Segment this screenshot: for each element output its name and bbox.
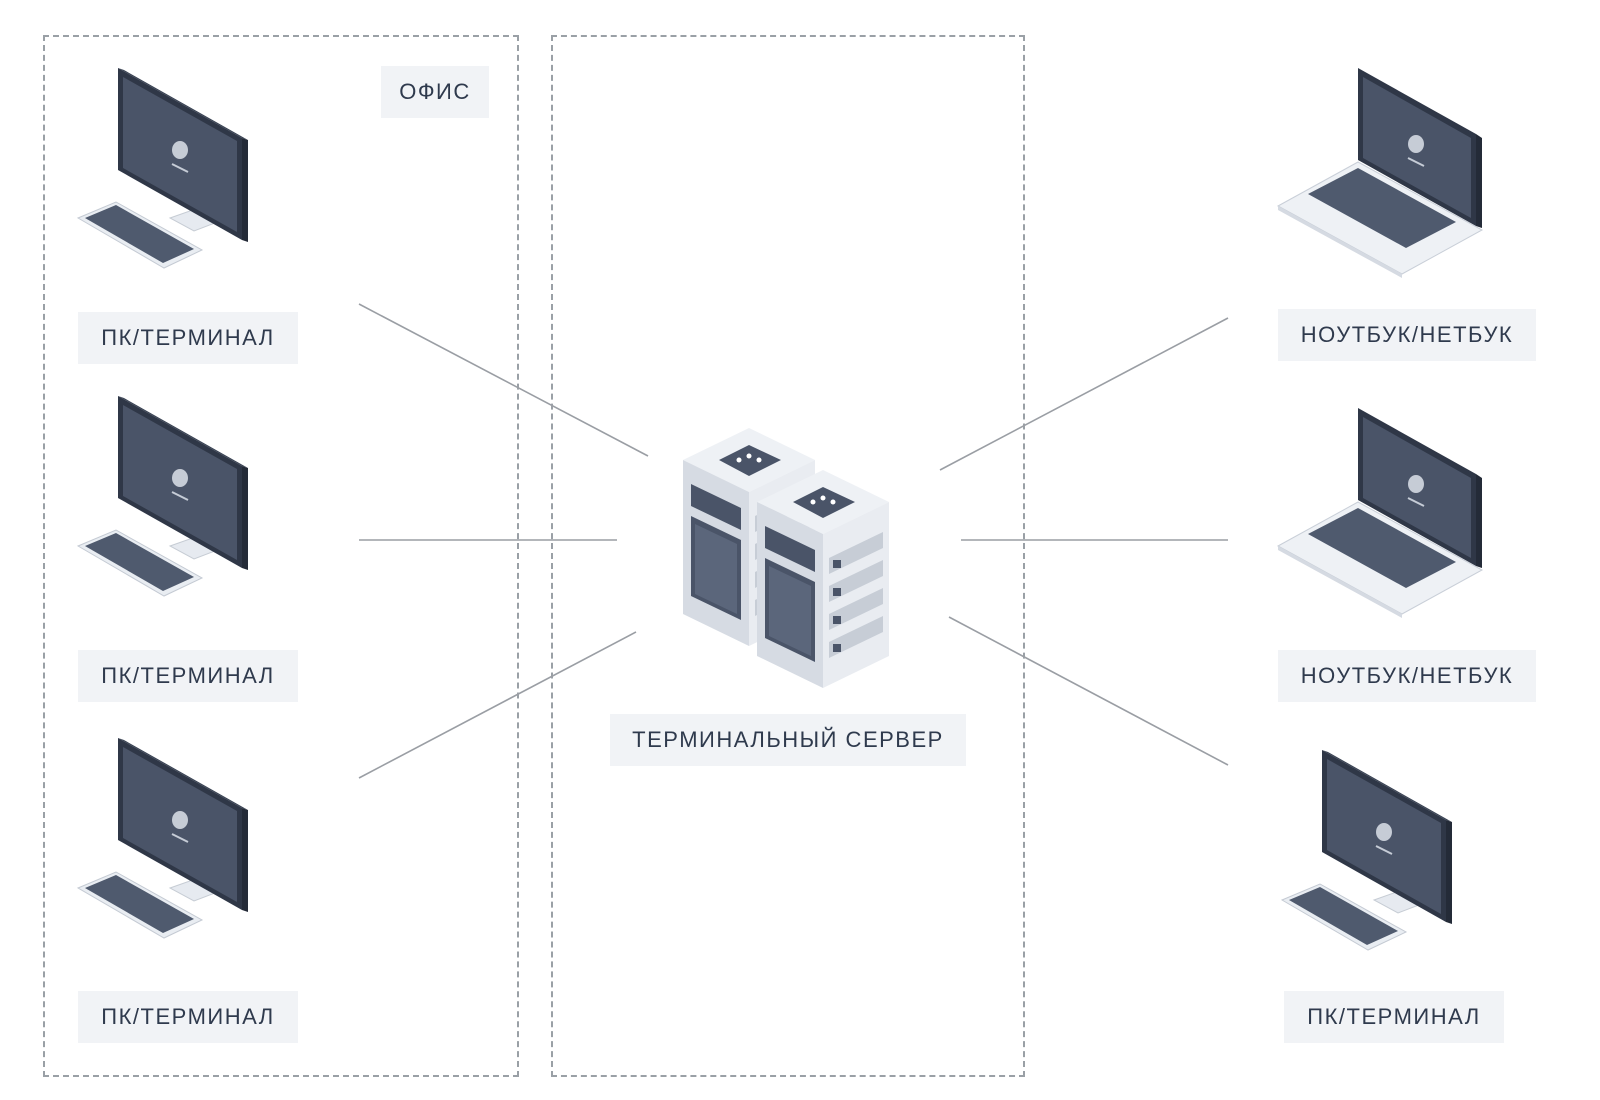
desktop-computer-icon [77, 67, 249, 269]
pc-label: ПК/ТЕРМИНАЛ [78, 650, 298, 702]
laptop-icon [1277, 67, 1483, 279]
connector-pc-remote [948, 616, 1229, 766]
server-label: ТЕРМИНАЛЬНЫЙ СЕРВЕР [610, 714, 966, 766]
desktop-computer-icon [1281, 749, 1453, 951]
office-zone-label: ОФИС [381, 66, 489, 118]
server-rack-icon [683, 428, 889, 688]
pc-remote-label: ПК/ТЕРМИНАЛ [1284, 991, 1504, 1043]
connector-laptop-1 [939, 317, 1229, 471]
pc-label: ПК/ТЕРМИНАЛ [78, 312, 298, 364]
connector-pc-3 [358, 631, 637, 779]
connector-pc-1 [358, 303, 649, 457]
server-zone [551, 35, 1025, 1077]
laptop-icon [1277, 407, 1483, 619]
laptop-label: НОУТБУК/НЕТБУК [1278, 309, 1536, 361]
office-zone [43, 35, 519, 1077]
pc-label: ПК/ТЕРМИНАЛ [78, 991, 298, 1043]
laptop-label: НОУТБУК/НЕТБУК [1278, 650, 1536, 702]
desktop-computer-icon [77, 395, 249, 597]
desktop-computer-icon [77, 737, 249, 939]
